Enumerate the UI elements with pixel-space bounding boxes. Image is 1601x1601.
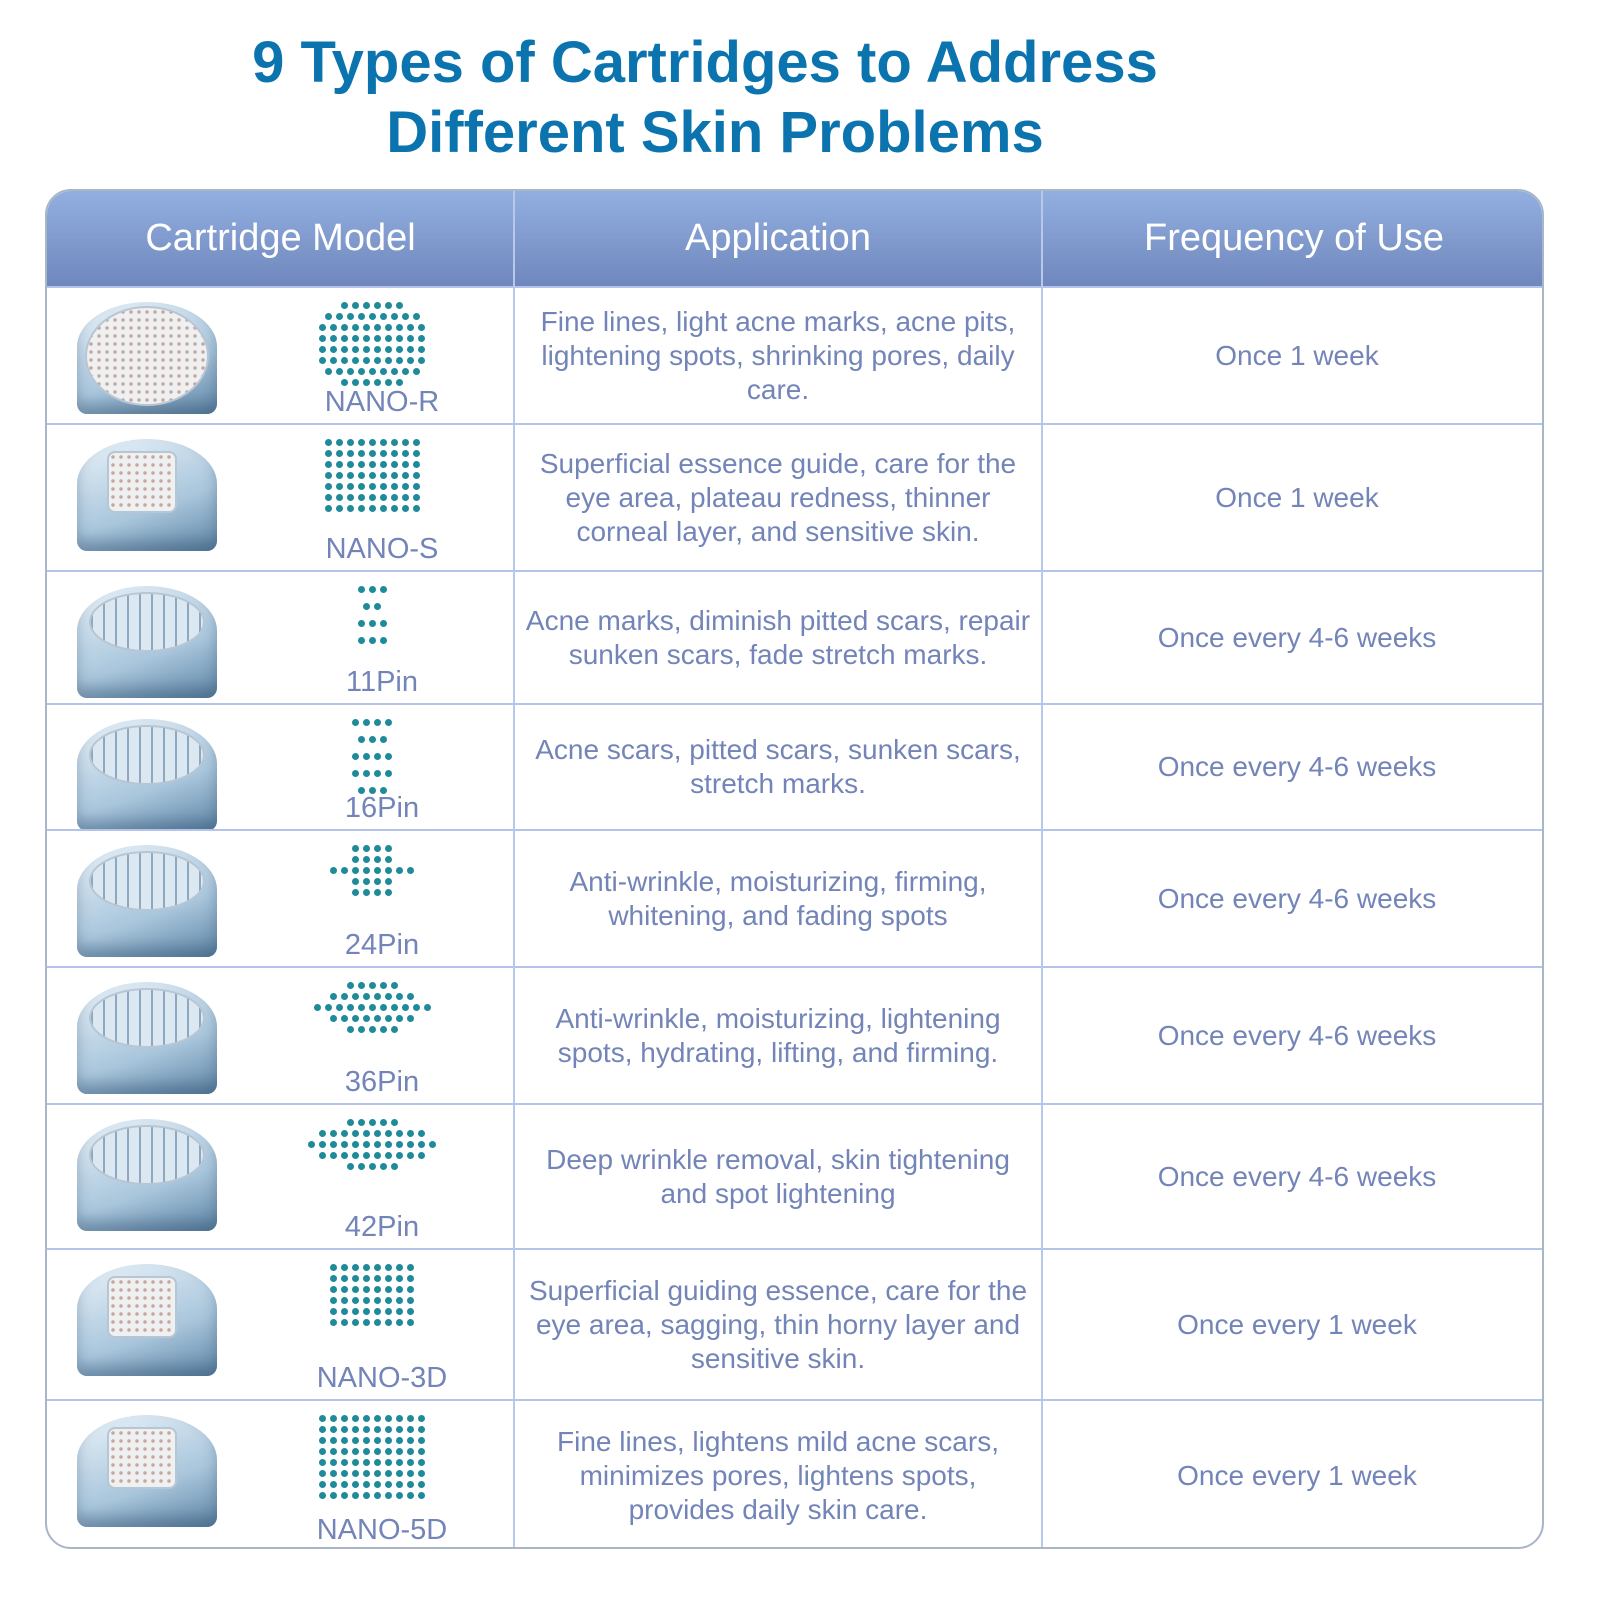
cartridge-model-name: NANO-3D — [316, 1362, 448, 1394]
header-frequency: Frequency of Use — [1144, 217, 1444, 259]
cartridge-photo — [77, 719, 217, 831]
cartridge-photo — [77, 439, 217, 551]
frequency-text: Once every 1 week — [1177, 1308, 1417, 1340]
needle-pattern-icon — [302, 1415, 442, 1499]
table-row: 42Pin Deep wrinkle removal, skin tighten… — [47, 1103, 1542, 1248]
cartridge-model-name: NANO-S — [325, 533, 439, 565]
table-header: Cartridge Model Application Frequency of… — [47, 191, 1542, 286]
application-text: Anti-wrinkle, moisturizing, firming, whi… — [569, 865, 987, 931]
application-text: Superficial guiding essence, care for th… — [528, 1274, 1028, 1374]
cartridge-photo — [77, 982, 217, 1094]
application-text: Anti-wrinkle, moisturizing, lightening s… — [555, 1002, 1001, 1068]
needle-pattern-icon — [302, 439, 442, 512]
cartridge-model-name: 11Pin — [345, 666, 419, 698]
column-divider — [513, 191, 515, 1547]
frequency-text: Once every 4-6 weeks — [1157, 1160, 1437, 1192]
needle-pattern-icon — [302, 1119, 442, 1170]
needle-pattern-icon — [302, 845, 442, 896]
application-text: Acne marks, diminish pitted scars, repai… — [525, 604, 1031, 670]
frequency-text: Once every 4-6 weeks — [1157, 751, 1437, 782]
cartridge-photo — [77, 1119, 217, 1231]
cartridge-photo — [77, 845, 217, 957]
application-text: Acne scars, pitted scars, sunken scars, … — [535, 734, 1021, 799]
table-row: NANO-R Fine lines, light acne marks, acn… — [47, 286, 1542, 423]
cartridge-model-name: 16Pin — [344, 792, 420, 824]
cartridge-table: Cartridge Model Application Frequency of… — [45, 189, 1544, 1549]
frequency-text: Once every 4-6 weeks — [1157, 882, 1437, 914]
needle-pattern-icon — [302, 719, 442, 794]
table-row: NANO-S Superficial essence guide, care f… — [47, 423, 1542, 570]
cartridge-model-name: NANO-5D — [316, 1514, 448, 1546]
cartridge-model-name: 24Pin — [344, 929, 420, 961]
table-row: 24Pin Anti-wrinkle, moisturizing, firmin… — [47, 829, 1542, 966]
page-title: 9 Types of Cartridges to Address Differe… — [0, 28, 1410, 168]
cartridge-model-name: 36Pin — [344, 1066, 420, 1098]
needle-pattern-icon — [302, 586, 442, 644]
title-line-1: 9 Types of Cartridges to Address — [252, 30, 1158, 95]
needle-pattern-icon — [302, 302, 442, 386]
application-text: Fine lines, lightens mild acne scars, mi… — [557, 1426, 999, 1525]
title-line-2: Different Skin Problems — [386, 100, 1044, 165]
application-text: Deep wrinkle removal, skin tightening an… — [546, 1143, 1010, 1209]
frequency-text: Once every 4-6 weeks — [1157, 621, 1437, 653]
table-row: 11Pin Acne marks, diminish pitted scars,… — [47, 570, 1542, 703]
frequency-text: Once every 1 week — [1177, 1460, 1417, 1491]
column-divider — [1041, 191, 1043, 1547]
cartridge-photo — [77, 1264, 217, 1376]
cartridge-photo — [77, 302, 217, 414]
cartridge-photo — [77, 586, 217, 698]
table-row: 36Pin Anti-wrinkle, moisturizing, lighte… — [47, 966, 1542, 1103]
frequency-text: Once 1 week — [1215, 339, 1379, 371]
table-row: 16Pin Acne scars, pitted scars, sunken s… — [47, 703, 1542, 831]
application-text: Superficial essence guide, care for the … — [539, 447, 1017, 547]
table-row: NANO-5D Fine lines, lightens mild acne s… — [47, 1399, 1542, 1547]
cartridge-model-name: NANO-R — [324, 386, 440, 418]
frequency-text: Once every 4-6 weeks — [1157, 1019, 1437, 1051]
needle-pattern-icon — [302, 982, 442, 1033]
header-application: Application — [685, 217, 871, 259]
needle-pattern-icon — [302, 1264, 442, 1326]
table-row: NANO-3D Superficial guiding essence, car… — [47, 1248, 1542, 1399]
cartridge-model-name: 42Pin — [344, 1211, 420, 1243]
frequency-text: Once 1 week — [1215, 481, 1379, 513]
application-text: Fine lines, light acne marks, acne pits,… — [540, 305, 1016, 405]
header-cartridge-model: Cartridge Model — [145, 217, 416, 259]
cartridge-photo — [77, 1415, 217, 1527]
